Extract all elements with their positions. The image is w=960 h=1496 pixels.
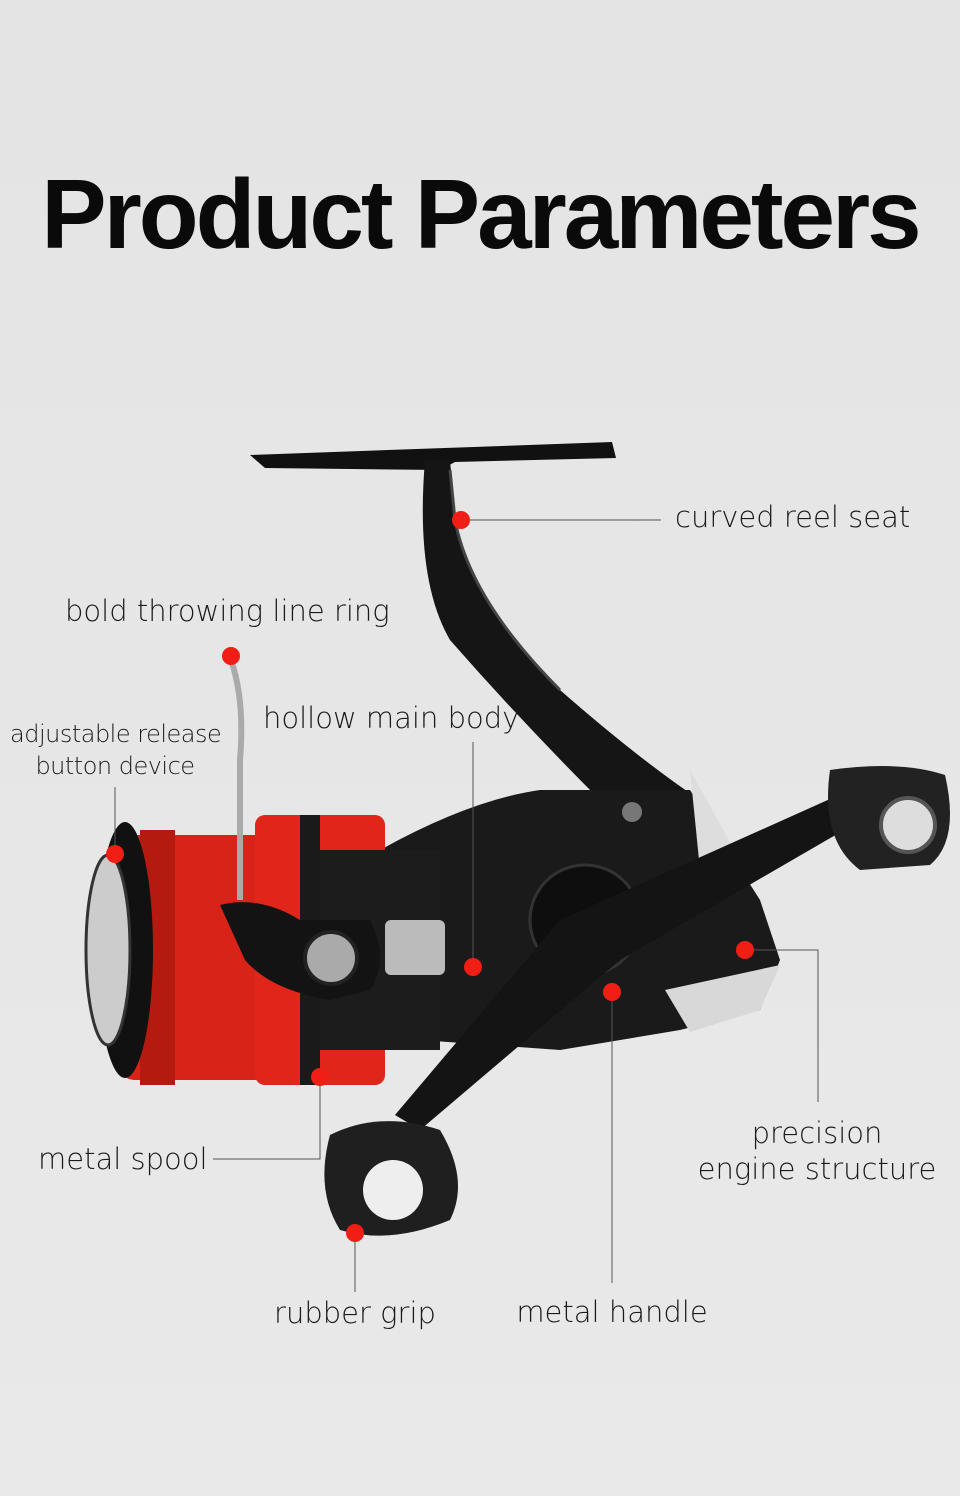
- label-curved-reel-seat: curved reel seat: [675, 500, 911, 534]
- label-main-body: hollow main body: [263, 701, 520, 735]
- label-metal-spool: metal spool: [38, 1142, 208, 1176]
- marker-engine-structure: [736, 941, 754, 959]
- page-title: Product Parameters: [41, 159, 921, 269]
- marker-metal-spool: [311, 1068, 329, 1086]
- label-rubber-grip: rubber grip: [274, 1296, 436, 1330]
- label-metal-handle: metal handle: [516, 1295, 708, 1329]
- marker-rubber-grip: [346, 1224, 364, 1242]
- marker-metal-handle: [603, 983, 621, 1001]
- marker-main-body: [464, 958, 482, 976]
- label-release-button: adjustable release button device: [10, 720, 222, 780]
- label-engine-structure: precision engine structure: [697, 1116, 937, 1186]
- label-line-ring: bold throwing line ring: [65, 594, 390, 628]
- marker-curved-reel-seat: [452, 511, 470, 529]
- marker-line-ring: [222, 647, 240, 665]
- marker-release-button: [106, 845, 124, 863]
